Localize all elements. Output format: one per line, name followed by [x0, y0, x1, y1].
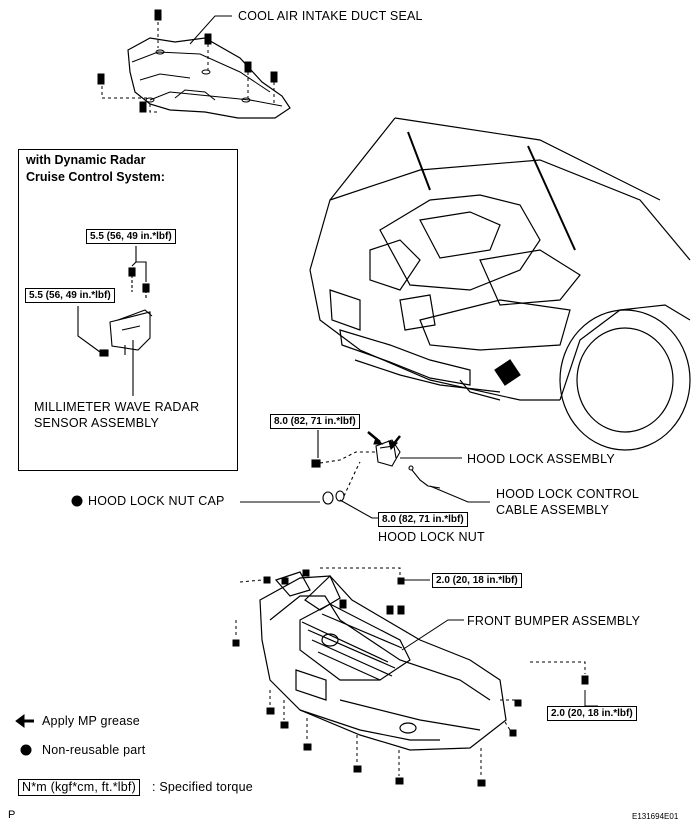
label-front-bumper-assembly: FRONT BUMPER ASSEMBLY [467, 614, 641, 628]
legend-marks [15, 495, 83, 756]
torque-label-radar-top: 5.5 (56, 49 in.*lbf) [86, 229, 176, 244]
radar-sensor-illustration [77, 246, 153, 396]
label-hood-lock-nut: HOOD LOCK NUT [378, 530, 485, 544]
inset-title-line1: with Dynamic Radar [26, 153, 146, 167]
radar-cruise-control-inset [18, 149, 238, 471]
label-hood-lock-cable-line2: CABLE ASSEMBLY [496, 503, 610, 517]
figure-id: E131694E01 [632, 812, 679, 821]
torque-label-hood-lock-bolt: 8.0 (82, 71 in.*lbf) [270, 414, 360, 429]
vehicle-front-illustration [309, 117, 691, 451]
inset-title-line2: Cruise Control System: [26, 170, 165, 184]
page-mark: P [8, 809, 16, 821]
torque-label-bumper-right: 2.0 (20, 18 in.*lbf) [547, 706, 637, 721]
legend-non-reusable-part: Non-reusable part [42, 743, 146, 757]
seal-clips [97, 9, 278, 113]
torque-label-radar-left: 5.5 (56, 49 in.*lbf) [25, 288, 115, 303]
hood-lock-illustration [240, 430, 490, 519]
label-radar-sensor-line2: SENSOR ASSEMBLY [34, 416, 160, 430]
cool-air-intake-duct-seal-illustration [127, 37, 291, 119]
label-hood-lock-assembly: HOOD LOCK ASSEMBLY [467, 452, 615, 466]
label-radar-sensor-line1: MILLIMETER WAVE RADAR [34, 400, 200, 414]
front-bumper-illustration [259, 571, 507, 751]
bumper-fasteners [232, 567, 598, 787]
label-cool-air-intake-duct-seal: COOL AIR INTAKE DUCT SEAL [238, 9, 423, 23]
torque-label-bumper-top: 2.0 (20, 18 in.*lbf) [432, 573, 522, 588]
legend-apply-mp-grease: Apply MP grease [42, 714, 140, 728]
legend-specified-torque: : Specified torque [152, 780, 253, 794]
label-hood-lock-cable-line1: HOOD LOCK CONTROL [496, 487, 639, 501]
label-hood-lock-nut-cap: HOOD LOCK NUT CAP [88, 494, 225, 508]
legend-torque-unit-box: N*m (kgf*cm, ft.*lbf) [18, 779, 140, 796]
torque-label-hood-lock-nut: 8.0 (82, 71 in.*lbf) [378, 512, 468, 527]
